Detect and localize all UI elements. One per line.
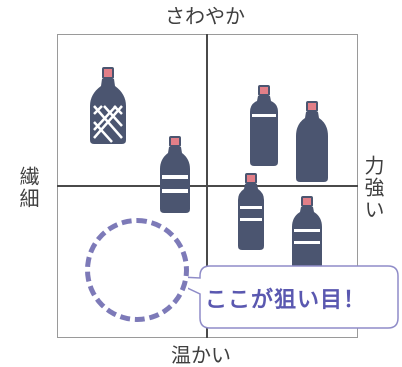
bottle-icon xyxy=(296,101,328,182)
callout-bubble xyxy=(188,265,399,329)
bottle-icon xyxy=(250,85,278,166)
callout-text: ここが狙い目！ xyxy=(205,288,367,313)
bottle-icon xyxy=(160,136,190,213)
pet-bottle-icon xyxy=(90,67,126,144)
axis-label-top: さわやか xyxy=(165,4,245,28)
axis-label-right: 力強い xyxy=(361,155,385,221)
bottle-icon xyxy=(238,173,264,250)
vertical-axis-line xyxy=(206,34,208,338)
axis-label-bottom: 温かい xyxy=(171,343,231,367)
target-circle xyxy=(85,218,189,322)
bottle-icon xyxy=(292,196,322,267)
axis-label-left: 繊細 xyxy=(16,166,40,210)
